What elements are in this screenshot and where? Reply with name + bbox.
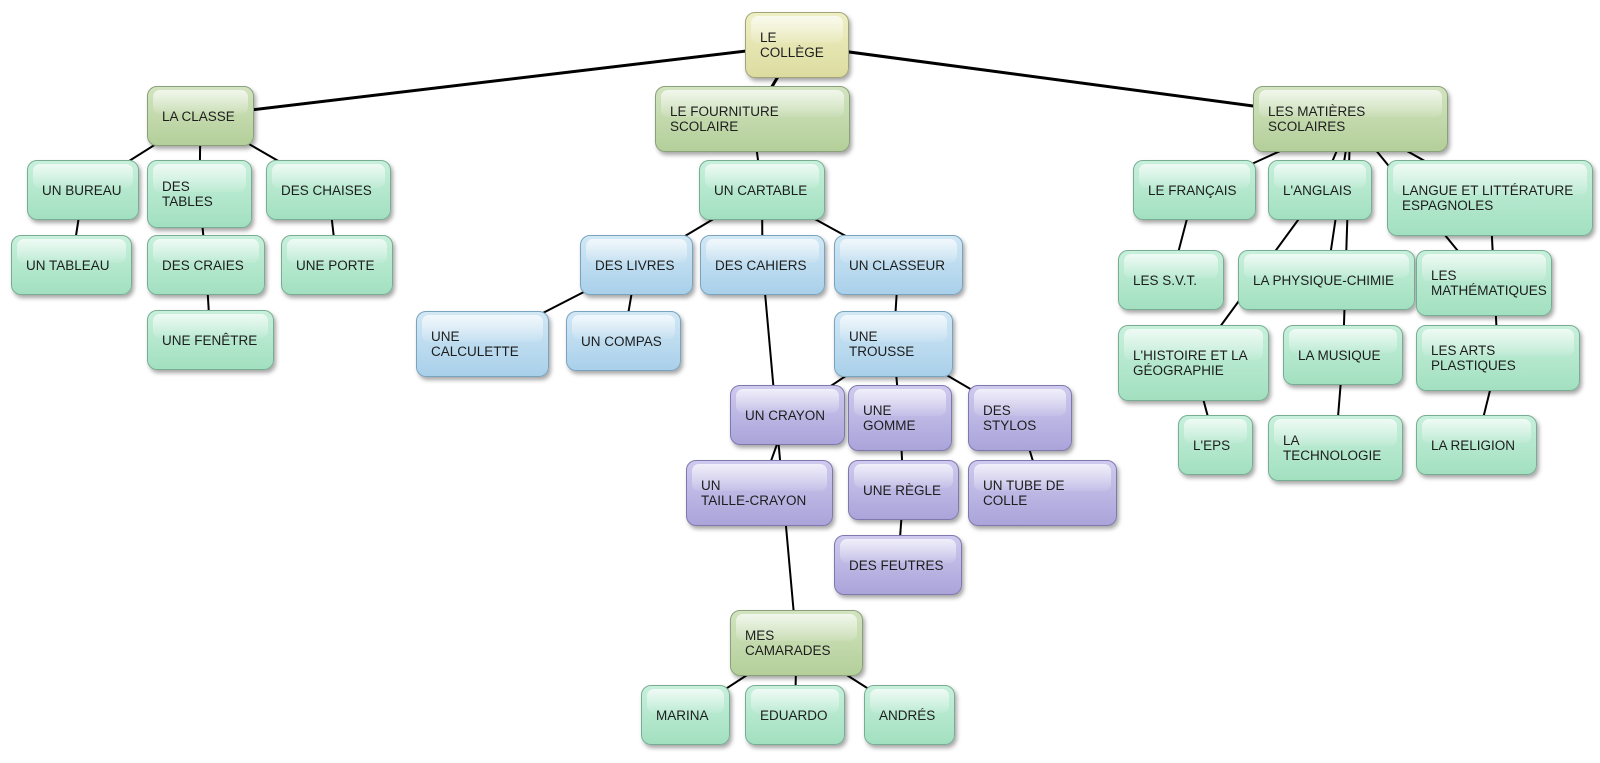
- node-marina[interactable]: MARINA: [641, 685, 730, 745]
- node-calculette[interactable]: UNE CALCULETTE: [416, 311, 549, 377]
- node-label: UN CLASSEUR: [849, 257, 946, 273]
- node-craies[interactable]: DES CRAIES: [147, 235, 265, 295]
- node-crayon[interactable]: UN CRAYON: [730, 385, 845, 445]
- node-fourniture[interactable]: LE FOURNITURE SCOLAIRE: [655, 86, 850, 152]
- node-label: UN COMPAS: [581, 333, 662, 349]
- node-label: LES MATHÉMATIQUES: [1431, 268, 1547, 298]
- node-compas[interactable]: UN COMPAS: [566, 311, 681, 371]
- node-religion[interactable]: LA RELIGION: [1416, 415, 1537, 475]
- node-chaises[interactable]: DES CHAISES: [266, 160, 391, 220]
- node-svt[interactable]: LES S.V.T.: [1118, 250, 1224, 310]
- node-label: DES STYLOS: [983, 403, 1037, 433]
- node-physique[interactable]: LA PHYSIQUE-CHIMIE: [1238, 250, 1415, 310]
- node-anglais[interactable]: L'ANGLAIS: [1268, 160, 1372, 220]
- node-label: UNE GOMME: [863, 403, 916, 433]
- node-label: LANGUE ET LITTÉRATURE ESPAGNOLES: [1402, 183, 1574, 213]
- connector-cahiers-camarades: [761, 264, 798, 644]
- node-regle[interactable]: UNE RÈGLE: [848, 460, 959, 520]
- node-label: UNE PORTE: [296, 257, 375, 273]
- node-label: UNE TROUSSE: [849, 329, 915, 359]
- node-andres[interactable]: ANDRÉS: [864, 685, 955, 745]
- node-taille[interactable]: UN TAILLE-CRAYON: [686, 460, 833, 526]
- node-eps[interactable]: L'EPS: [1178, 415, 1253, 475]
- node-label: LA RELIGION: [1431, 437, 1516, 453]
- node-label: L'EPS: [1193, 437, 1231, 453]
- node-label: UNE CALCULETTE: [431, 329, 519, 359]
- node-label: UNE FENÊTRE: [162, 332, 258, 348]
- node-label: LE FOURNITURE SCOLAIRE: [670, 104, 779, 134]
- node-fenetre[interactable]: UNE FENÊTRE: [147, 310, 274, 370]
- node-label: UN TAILLE-CRAYON: [701, 478, 807, 508]
- node-label: DES LIVRES: [595, 257, 675, 273]
- node-tube[interactable]: UN TUBE DE COLLE: [968, 460, 1117, 526]
- node-label: LE FRANÇAIS: [1148, 182, 1237, 198]
- node-label: MARINA: [656, 707, 709, 723]
- node-label: EDUARDO: [760, 707, 828, 723]
- node-classeur[interactable]: UN CLASSEUR: [834, 235, 963, 295]
- node-tableau[interactable]: UN TABLEAU: [11, 235, 132, 295]
- node-bureau[interactable]: UN BUREAU: [27, 160, 139, 220]
- node-eduardo[interactable]: EDUARDO: [745, 685, 845, 745]
- node-label: DES CHAISES: [281, 182, 372, 198]
- node-histoire[interactable]: L'HISTOIRE ET LA GÉOGRAPHIE: [1118, 325, 1269, 401]
- node-tables[interactable]: DES TABLES: [147, 160, 252, 228]
- node-maths[interactable]: LES MATHÉMATIQUES: [1416, 250, 1552, 316]
- node-gomme[interactable]: UNE GOMME: [848, 385, 952, 451]
- node-stylos[interactable]: DES STYLOS: [968, 385, 1072, 451]
- node-label: DES CRAIES: [162, 257, 244, 273]
- node-label: DES TABLES: [162, 179, 213, 209]
- node-camarades[interactable]: MES CAMARADES: [730, 610, 863, 676]
- node-label: LA CLASSE: [162, 108, 235, 124]
- node-label: LES S.V.T.: [1133, 272, 1198, 288]
- node-label: L'HISTOIRE ET LA GÉOGRAPHIE: [1133, 348, 1248, 378]
- node-musique[interactable]: LA MUSIQUE: [1283, 325, 1403, 385]
- node-cahiers[interactable]: DES CAHIERS: [700, 235, 825, 295]
- node-label: UN CRAYON: [745, 407, 826, 423]
- node-trousse[interactable]: UNE TROUSSE: [834, 311, 953, 377]
- node-techno[interactable]: LA TECHNOLOGIE: [1268, 415, 1403, 481]
- node-label: L'ANGLAIS: [1283, 182, 1352, 198]
- node-francais[interactable]: LE FRANÇAIS: [1133, 160, 1256, 220]
- connector-matieres-musique: [1342, 118, 1352, 356]
- node-feutres[interactable]: DES FEUTRES: [834, 535, 962, 595]
- node-cartable[interactable]: UN CARTABLE: [699, 160, 825, 220]
- node-label: UN TUBE DE COLLE: [983, 478, 1065, 508]
- node-label: LA PHYSIQUE-CHIMIE: [1253, 272, 1395, 288]
- node-label: MES CAMARADES: [745, 628, 831, 658]
- node-label: LE COLLÈGE: [760, 30, 824, 60]
- node-label: DES CAHIERS: [715, 257, 807, 273]
- node-label: UN TABLEAU: [26, 257, 110, 273]
- node-label: DES FEUTRES: [849, 557, 944, 573]
- node-label: UN CARTABLE: [714, 182, 808, 198]
- node-langue[interactable]: LANGUE ET LITTÉRATURE ESPAGNOLES: [1387, 160, 1593, 236]
- node-matieres[interactable]: LES MATIÈRES SCOLAIRES: [1253, 86, 1448, 152]
- node-arts[interactable]: LES ARTS PLASTIQUES: [1416, 325, 1580, 391]
- node-porte[interactable]: UNE PORTE: [281, 235, 393, 295]
- node-college[interactable]: LE COLLÈGE: [745, 12, 849, 78]
- node-label: LES MATIÈRES SCOLAIRES: [1268, 104, 1366, 134]
- node-label: UN BUREAU: [42, 182, 122, 198]
- node-label: LES ARTS PLASTIQUES: [1431, 343, 1516, 373]
- node-label: UNE RÈGLE: [863, 482, 942, 498]
- node-classe[interactable]: LA CLASSE: [147, 86, 254, 146]
- node-livres[interactable]: DES LIVRES: [580, 235, 693, 295]
- connector-college-classe: [200, 43, 798, 118]
- node-label: LA MUSIQUE: [1298, 347, 1381, 363]
- node-label: ANDRÉS: [879, 707, 936, 723]
- node-label: LA TECHNOLOGIE: [1283, 433, 1382, 463]
